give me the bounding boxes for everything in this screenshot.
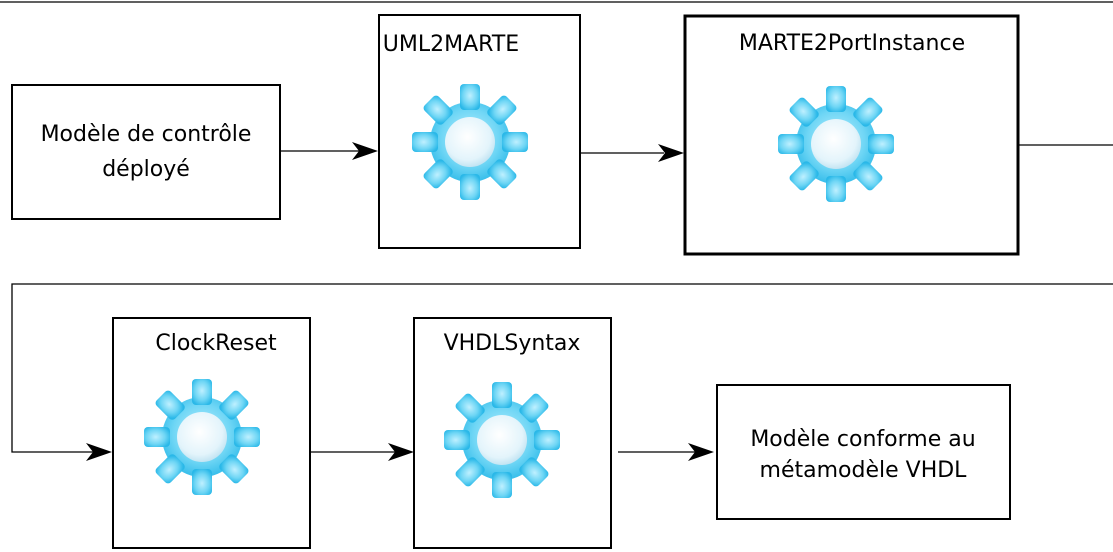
input-model-label-line2: déployé: [102, 157, 190, 182]
input-model-box: Modèle de contrôle déployé: [11, 84, 281, 220]
gear-icon: [144, 379, 260, 495]
transformation-vhdlsyntax: VHDLSyntax: [413, 317, 612, 549]
gear-icon: [412, 84, 528, 200]
arrow-vhdlsyntax-to-output: [618, 443, 714, 461]
transformation-title: VHDLSyntax: [444, 331, 581, 356]
output-model-label-line2: métamodèle VHDL: [760, 458, 968, 483]
transformation-marte2portinstance: MARTE2PortInstance: [683, 14, 1020, 256]
transformation-clockreset: ClockReset: [112, 317, 311, 549]
transformation-title: UML2MARTE: [383, 32, 519, 57]
output-model-box: Modèle conforme au métamodèle VHDL: [716, 384, 1011, 520]
gear-icon: [778, 86, 894, 202]
transformation-title: ClockReset: [155, 331, 277, 356]
arrow-clockreset-to-vhdlsyntax: [310, 443, 414, 461]
gear-icon: [444, 382, 560, 498]
connector-row-wrap: [11, 283, 1113, 453]
arrow-input-to-uml2marte: [280, 142, 378, 160]
transformation-uml2marte: UML2MARTE: [378, 14, 581, 249]
arrow-uml2marte-to-marte2portinstance: [580, 144, 684, 162]
input-model-label-line1: Modèle de contrôle: [41, 122, 252, 147]
arrow-head-to-clockreset: [86, 443, 112, 461]
transformation-title: MARTE2PortInstance: [739, 31, 965, 56]
output-model-label-line1: Modèle conforme au: [750, 427, 975, 452]
